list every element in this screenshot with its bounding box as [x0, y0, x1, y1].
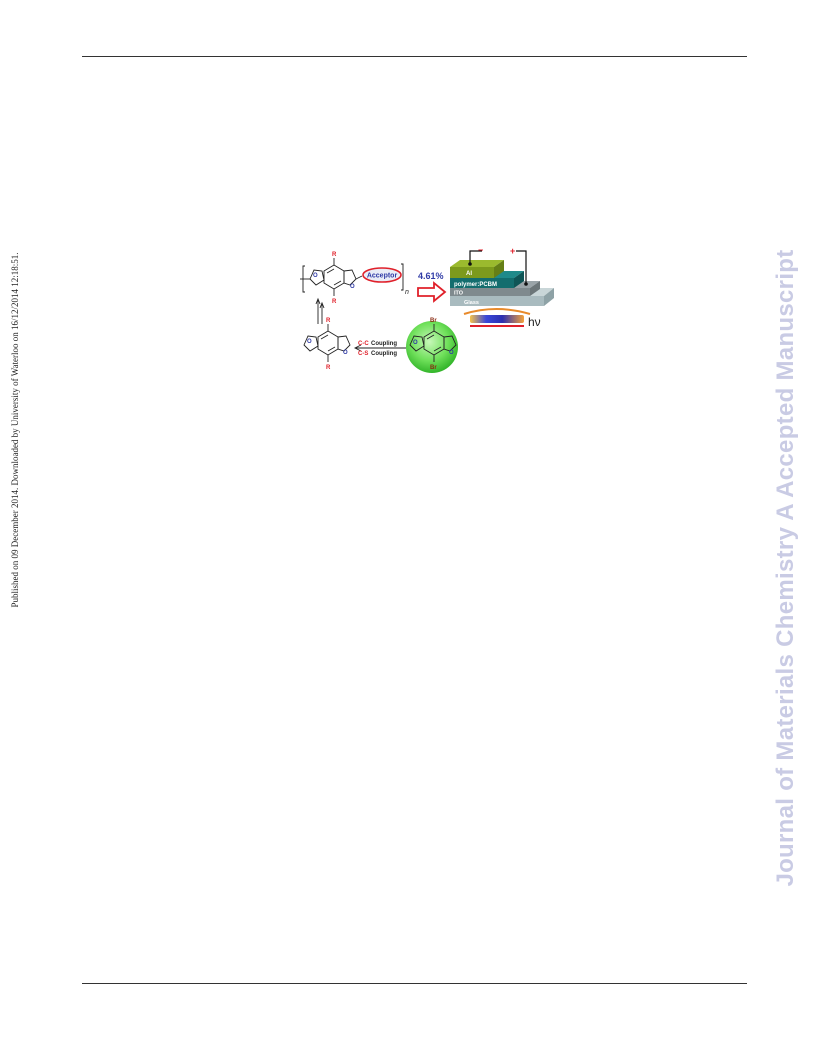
light-label: hν	[528, 315, 541, 329]
coupling-cc-label: C-C	[358, 341, 369, 347]
acceptor-ellipse	[362, 267, 402, 283]
precursor-o-right: O	[449, 350, 454, 356]
terminal-minus: −	[478, 245, 483, 255]
polymer-subscript: n	[405, 289, 409, 296]
monomer-o-left: O	[307, 339, 312, 345]
monomer-r-bottom: R	[326, 365, 331, 371]
layer-al: Al	[466, 271, 472, 277]
arrow-to-device-icon	[417, 281, 447, 303]
device-stack	[450, 260, 554, 306]
layer-glass: Glass	[464, 300, 479, 306]
publication-note-text: Published on 09 December 2014. Downloade…	[10, 252, 20, 608]
coupling-cs-label: C-S	[358, 351, 368, 357]
layer-ito: ITO	[454, 291, 464, 297]
light-source-icon	[470, 315, 524, 323]
circuit-wires	[469, 250, 527, 284]
light-glow-icon	[463, 308, 531, 315]
precursor-br-bottom: Br	[430, 365, 437, 371]
header-rule	[82, 56, 747, 57]
monomer-o-right: O	[343, 350, 348, 356]
monomer-r-top: R	[326, 318, 331, 324]
precursor-br-top: Br	[430, 318, 437, 324]
precursor-highlight	[406, 321, 458, 373]
layer-polymer: polymer:PCBM	[454, 282, 497, 288]
acceptor-label: Acceptor	[367, 273, 398, 280]
polymer-o-right: O	[350, 284, 355, 290]
polymer-r-top: R	[332, 252, 337, 258]
coupling-cs-word: Coupling	[371, 351, 397, 357]
journal-watermark-text: Journal of Materials Chemistry A Accepte…	[772, 249, 799, 887]
efficiency-value: 4.61%	[418, 271, 444, 281]
monomer-structure	[303, 324, 351, 362]
precursor-structure	[409, 324, 457, 362]
polymer-structure	[300, 258, 404, 296]
coupling-cc-word: Coupling	[371, 341, 397, 347]
terminal-plus: +	[510, 246, 515, 256]
polymer-o-left: O	[313, 273, 318, 279]
polymer-r-bottom: R	[332, 299, 337, 305]
coupling-arrow-icon	[353, 344, 362, 352]
precursor-o-left: O	[413, 340, 418, 346]
toc-graphic: R R O O Acceptor n 4.61% Al polymer:PCBM…	[300, 245, 554, 373]
vertical-arrows	[315, 297, 325, 324]
footer-rule	[82, 983, 747, 984]
